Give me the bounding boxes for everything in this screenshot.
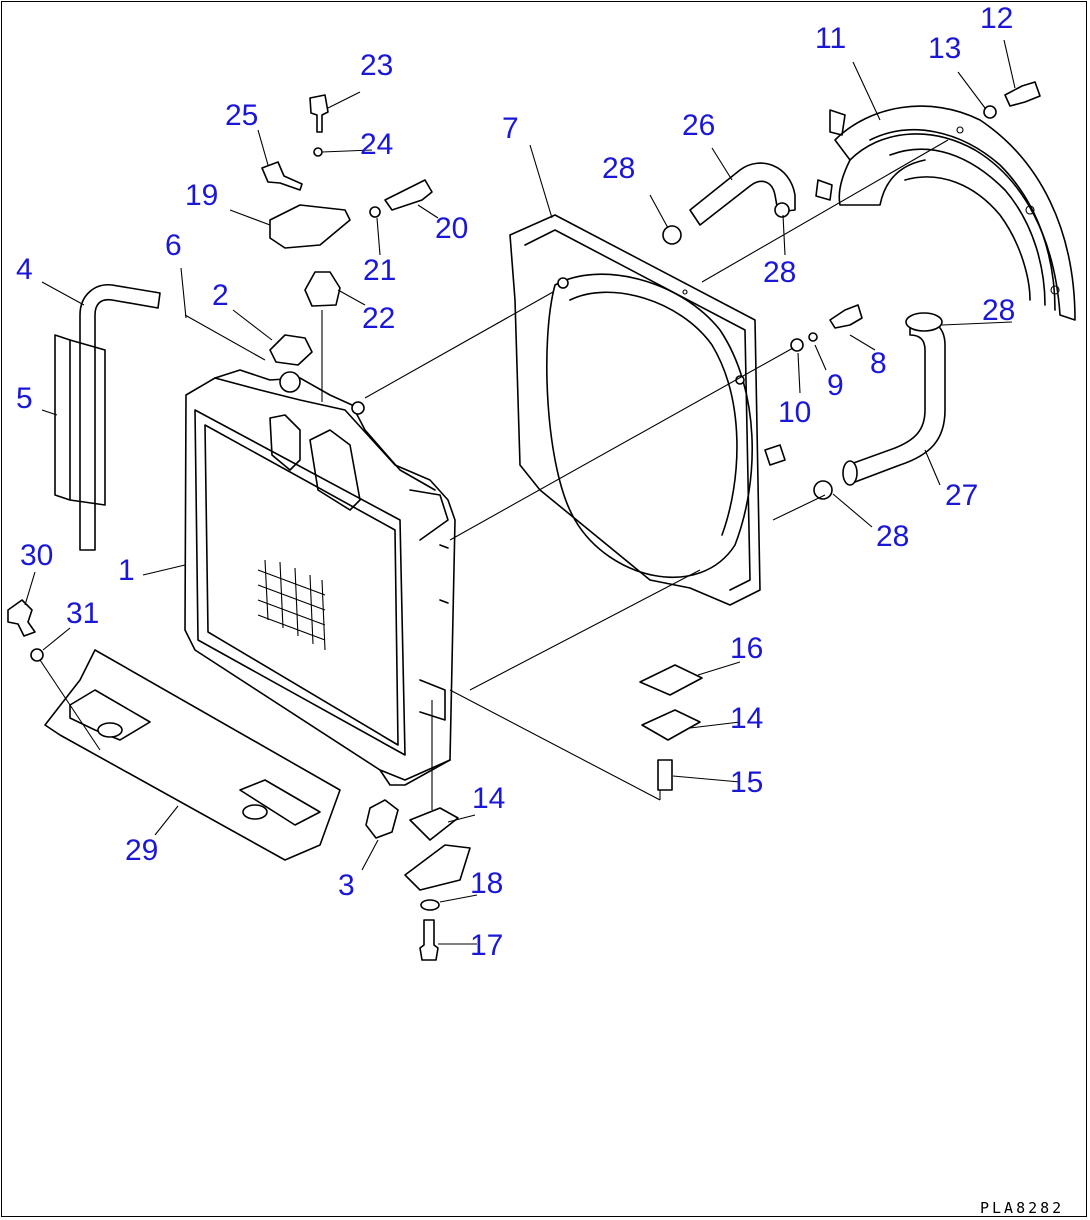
callout-label: 22	[362, 302, 395, 335]
callout-label: 29	[125, 834, 158, 867]
callout-label: 16	[730, 632, 763, 665]
callout-label: 23	[360, 49, 393, 82]
cap-seal	[304, 271, 341, 307]
callout-label: 8	[870, 347, 887, 380]
callout-label: 28	[982, 294, 1015, 327]
callout-label: 9	[827, 369, 844, 402]
callout-label: 30	[20, 539, 53, 572]
callout-label: 24	[360, 128, 393, 161]
callout-label: 31	[66, 597, 99, 630]
mount-pad-14b	[641, 709, 701, 741]
bolt-25	[261, 161, 303, 191]
clip-24	[313, 147, 323, 157]
callout-label: 26	[682, 109, 715, 142]
callout-label: 14	[472, 782, 505, 815]
callout-leaders	[24, 39, 1016, 945]
washer-18	[420, 899, 440, 911]
callout-label: 20	[435, 212, 468, 245]
clamp-28a	[662, 225, 682, 245]
washer-31	[30, 648, 44, 662]
leader-lines	[39, 139, 949, 810]
clamp-28d	[813, 480, 833, 500]
filler-neck	[269, 204, 351, 249]
mount-bracket	[404, 844, 471, 891]
mount-pad-14a	[409, 807, 459, 841]
callout-label: 10	[778, 396, 811, 429]
callout-label: 1	[118, 554, 135, 587]
callout-label: 2	[212, 279, 229, 312]
bolt-17	[419, 919, 439, 961]
callout-label: 17	[470, 929, 503, 962]
callout-label: 25	[225, 99, 258, 132]
overflow-hose	[79, 284, 161, 551]
washer-13	[983, 105, 997, 119]
callout-label: 18	[470, 867, 503, 900]
callout-label: 11	[815, 22, 846, 55]
callout-label: 19	[185, 179, 218, 212]
bolt-23	[309, 94, 329, 133]
drain-cock	[365, 799, 399, 839]
callout-label: 6	[165, 229, 182, 262]
washer-10	[790, 338, 804, 352]
callout-labels: 1 2 3 4 5 6 7 8 9 10 11 12 13 14 14 15 1…	[16, 2, 1015, 962]
pin-15	[657, 759, 673, 791]
callout-label: 28	[876, 520, 909, 553]
bolt-20	[384, 179, 433, 211]
fan-guard	[815, 105, 1076, 321]
radiator	[184, 369, 456, 786]
lower-hose	[847, 318, 946, 483]
reservoir-tank	[54, 334, 106, 506]
callout-label: 7	[502, 112, 519, 145]
callout-label: 4	[16, 253, 33, 286]
bolt-12	[1004, 81, 1041, 107]
drawing-code: PLA8282	[980, 1199, 1064, 1217]
callout-label: 13	[928, 32, 961, 65]
washer-9	[808, 332, 818, 342]
callout-label: 28	[602, 152, 635, 185]
radiator-cap	[269, 334, 313, 366]
callout-label: 5	[16, 382, 33, 415]
callout-label: 15	[730, 766, 763, 799]
callout-label: 14	[730, 702, 763, 735]
under-cover	[44, 649, 341, 861]
upper-hose	[689, 162, 796, 226]
callout-label: 3	[338, 869, 355, 902]
fan-shroud	[509, 214, 786, 606]
callout-label: 12	[980, 2, 1013, 35]
callout-label: 28	[763, 256, 796, 289]
callout-label: 21	[363, 254, 396, 287]
clamp-28b	[774, 202, 790, 218]
plug-30	[7, 599, 36, 637]
clip-21	[369, 206, 381, 218]
callout-label: 27	[945, 479, 978, 512]
mount-pad-16	[639, 664, 703, 696]
bolt-8	[829, 304, 863, 329]
